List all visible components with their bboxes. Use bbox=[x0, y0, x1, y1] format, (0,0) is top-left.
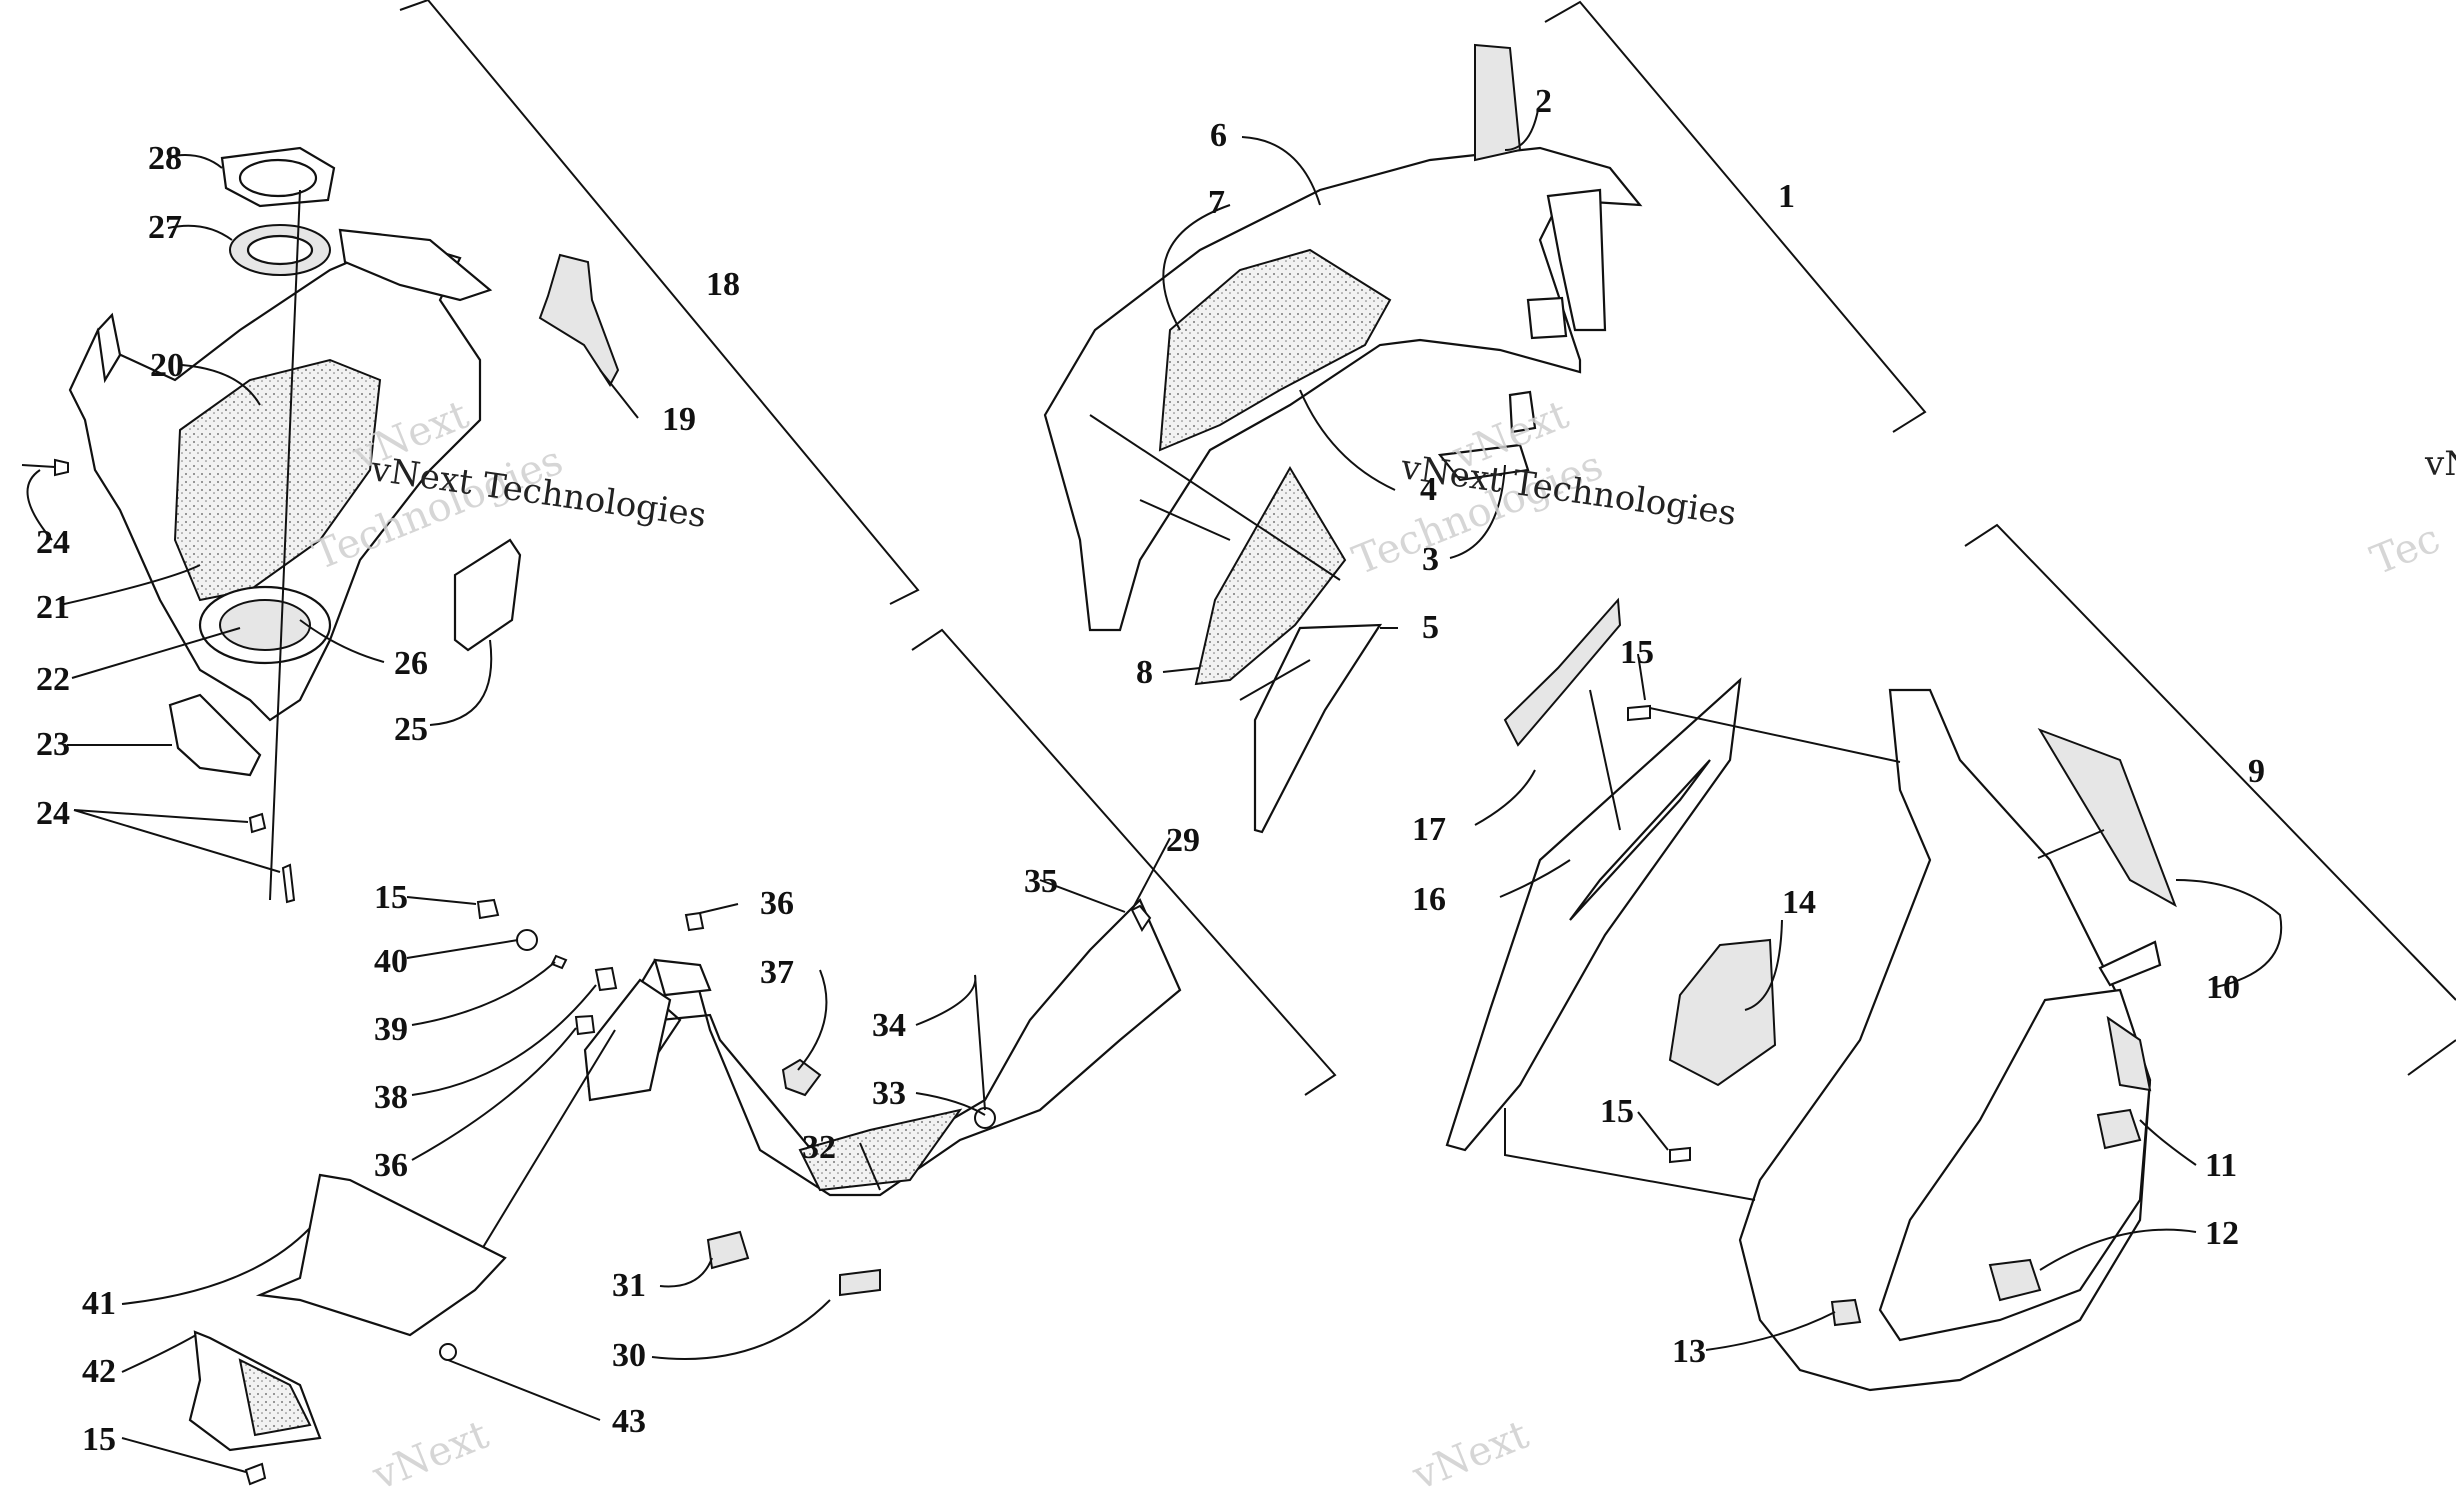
watermarks: vNext Technologies vNext Technologies vN… bbox=[307, 392, 2456, 1496]
callout-15: 15 bbox=[1600, 1093, 1634, 1130]
callout-8: 8 bbox=[1136, 654, 1153, 691]
callout-30: 30 bbox=[612, 1337, 646, 1374]
callout-18: 18 bbox=[706, 266, 740, 303]
callout-15: 15 bbox=[82, 1421, 116, 1458]
leader-lines bbox=[26, 109, 2283, 1473]
bracket-18 bbox=[399, 0, 920, 605]
decal-10 bbox=[2037, 728, 2177, 908]
callout-15: 15 bbox=[1620, 634, 1654, 671]
callout-2: 2 bbox=[1535, 83, 1552, 120]
callout-31: 31 bbox=[612, 1267, 646, 1304]
left-console-assembly bbox=[21, 146, 620, 904]
windshield-2 bbox=[1474, 43, 1522, 162]
callout-7: 7 bbox=[1208, 184, 1225, 221]
callout-11: 11 bbox=[2205, 1147, 2237, 1184]
callout-19: 19 bbox=[662, 401, 696, 438]
callout-15: 15 bbox=[374, 879, 408, 916]
bracket-9 bbox=[1964, 523, 2456, 1076]
side-panel-16 bbox=[1445, 677, 1742, 1152]
callout-5: 5 bbox=[1422, 609, 1439, 646]
watermark: Tec bbox=[2365, 516, 2447, 585]
callout-28: 28 bbox=[148, 140, 182, 177]
callout-24: 24 bbox=[36, 795, 70, 832]
callout-36: 36 bbox=[760, 885, 794, 922]
callout-34: 34 bbox=[872, 1007, 906, 1044]
vent-grille-17 bbox=[1503, 597, 1622, 747]
callout-10: 10 bbox=[2206, 969, 2240, 1006]
side-panel-assembly bbox=[1445, 597, 2177, 1392]
watermark: vNext bbox=[1406, 1412, 1535, 1496]
callout-14: 14 bbox=[1782, 884, 1816, 921]
callout-37: 37 bbox=[760, 954, 794, 991]
callout-43: 43 bbox=[612, 1403, 646, 1440]
callout-36: 36 bbox=[374, 1147, 408, 1184]
watermark: vNext bbox=[366, 1412, 495, 1496]
vent-41 bbox=[255, 1173, 507, 1337]
callout-40: 40 bbox=[374, 943, 408, 980]
callout-25: 25 bbox=[394, 711, 428, 748]
callout-23: 23 bbox=[36, 726, 70, 763]
callout-4: 4 bbox=[1420, 471, 1437, 508]
bracket-29 bbox=[911, 628, 1337, 1096]
callout-16: 16 bbox=[1412, 881, 1446, 918]
callout-labels: 2 6 7 1 4 3 5 8 15 17 16 14 9 10 15 11 1… bbox=[36, 83, 2265, 1458]
callout-17: 17 bbox=[1412, 811, 1446, 848]
callout-39: 39 bbox=[374, 1011, 408, 1048]
hood-panel-7 bbox=[1158, 248, 1392, 452]
callout-41: 41 bbox=[82, 1285, 116, 1322]
plug-31 bbox=[706, 1230, 750, 1270]
bracket-23 bbox=[168, 693, 262, 777]
callout-3: 3 bbox=[1422, 541, 1439, 578]
decal-25 bbox=[453, 538, 522, 652]
emblem-19 bbox=[538, 253, 620, 387]
decal-5 bbox=[1253, 623, 1383, 834]
decal-14 bbox=[1668, 938, 1777, 1087]
callout-33: 33 bbox=[872, 1075, 906, 1112]
side-panel-8 bbox=[1194, 466, 1347, 686]
callout-26: 26 bbox=[394, 645, 428, 682]
callout-1: 1 bbox=[1778, 178, 1795, 215]
pad-32 bbox=[798, 1108, 963, 1192]
callout-22: 22 bbox=[36, 661, 70, 698]
bracket-1 bbox=[1544, 0, 1927, 433]
bracket-side bbox=[583, 978, 672, 1102]
callout-29: 29 bbox=[1166, 822, 1200, 859]
hood-assembly bbox=[1043, 43, 1643, 834]
hood-main-6 bbox=[1043, 146, 1643, 632]
callout-20: 20 bbox=[150, 347, 184, 384]
grille-11 bbox=[2106, 1015, 2152, 1092]
callout-27: 27 bbox=[148, 209, 182, 246]
callout-21: 21 bbox=[36, 589, 70, 626]
callout-32: 32 bbox=[802, 1129, 836, 1166]
callout-42: 42 bbox=[82, 1353, 116, 1390]
watermark-text: vN bbox=[2424, 444, 2456, 484]
callout-6: 6 bbox=[1210, 117, 1227, 154]
callout-38: 38 bbox=[374, 1079, 408, 1116]
callout-24: 24 bbox=[36, 524, 70, 561]
belly-pan-assembly bbox=[188, 898, 1182, 1486]
callout-9: 9 bbox=[2248, 753, 2265, 790]
callout-12: 12 bbox=[2205, 1215, 2239, 1252]
callout-35: 35 bbox=[1024, 863, 1058, 900]
callout-13: 13 bbox=[1672, 1333, 1706, 1370]
